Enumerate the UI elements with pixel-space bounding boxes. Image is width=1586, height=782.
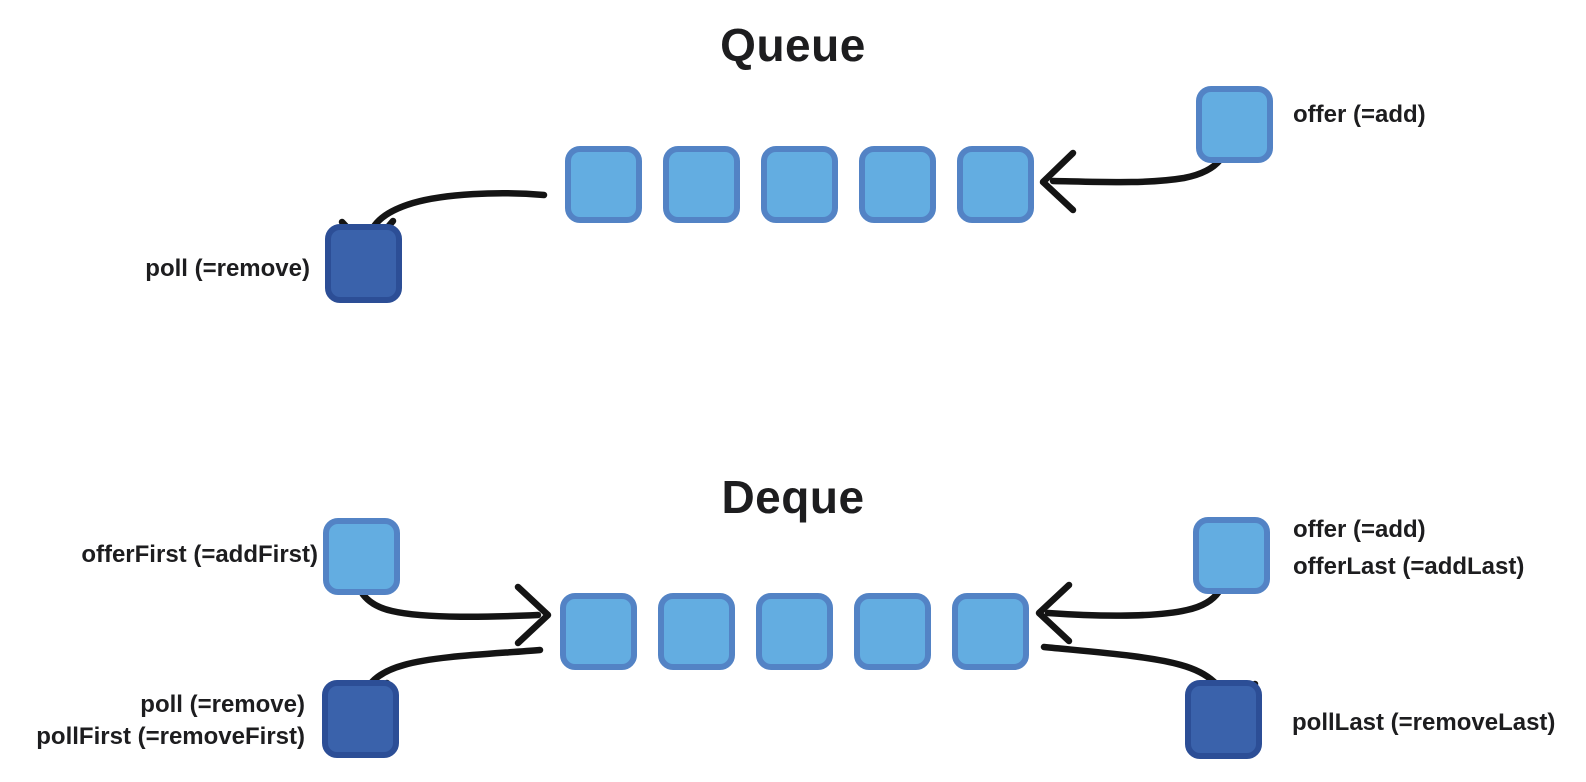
queue-offer-box [1196,86,1273,163]
queue-cell [756,593,833,670]
deque-poll-first-label: pollFirst (=removeFirst) [36,723,305,750]
queue-cell [952,593,1029,670]
deque-offer-label: offer (=add) [1293,516,1426,543]
queue-cell [658,593,735,670]
queue-cells [565,146,1034,223]
queue-offer-label: offer (=add) [1293,101,1426,128]
deque-offer-first-label: offerFirst (=addFirst) [81,541,318,568]
queue-poll-box [325,224,402,303]
queue-cell [957,146,1034,223]
deque-poll-last-box [1185,680,1262,759]
deque-offer-last-box [1193,517,1270,594]
deque-offer-last-label: offerLast (=addLast) [1293,553,1525,580]
deque-offer-first-box [323,518,400,595]
queue-cell [854,593,931,670]
queue-title: Queue [720,19,866,71]
queue-cell [565,146,642,223]
deque-poll-last-label: pollLast (=removeLast) [1292,709,1556,736]
deque-title: Deque [721,471,865,523]
deque-poll-label: poll (=remove) [140,691,305,718]
deque-poll-first-box [322,680,399,758]
queue-cell [859,146,936,223]
queue-cell [663,146,740,223]
deque-cells [560,593,1029,670]
queue-cell [560,593,637,670]
queue-cell [761,146,838,223]
queue-poll-label: poll (=remove) [145,255,310,282]
